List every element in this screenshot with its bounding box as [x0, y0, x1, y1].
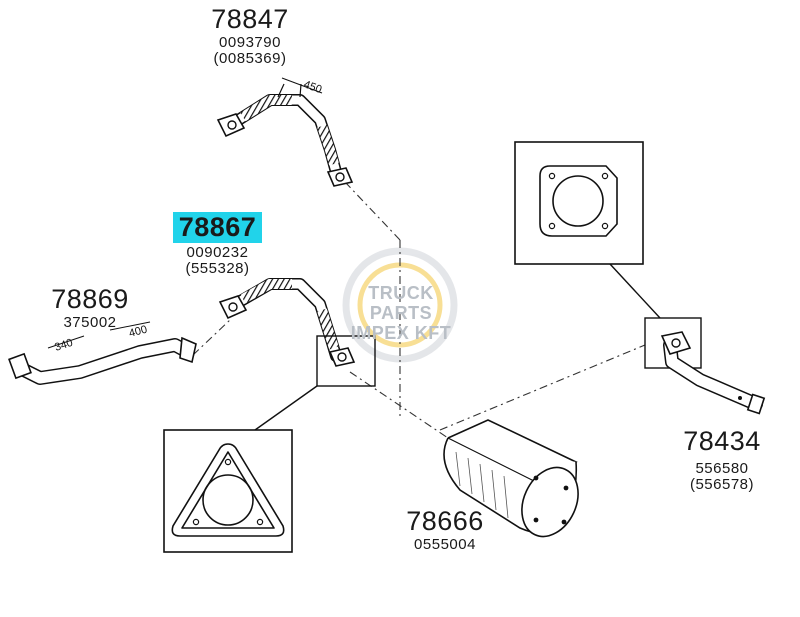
callout-78867-gasket [254, 335, 376, 431]
part-ref-alt: (556578) [689, 476, 755, 493]
triangle-gasket-detail[interactable] [163, 429, 293, 553]
square-gasket-detail[interactable] [514, 141, 644, 265]
part-ref-alt: (0085369) [213, 50, 287, 67]
dimension-450: 450 [281, 77, 323, 97]
leader-78869-78867 [192, 317, 233, 356]
label-part-78434[interactable]: 78434 556580 (556578) [672, 426, 772, 493]
dimension-450-label: 450 [302, 79, 323, 97]
part-number: 78847 [211, 4, 289, 34]
part-ref-alt: (555328) [185, 260, 250, 277]
part-ref: 0555004 [414, 536, 476, 553]
leader-78867-78666 [349, 371, 449, 439]
label-part-78847[interactable]: 78847 0093790 (0085369) [195, 4, 305, 67]
part-ref: 0090232 [186, 244, 249, 261]
part-ref: 0093790 [219, 34, 281, 51]
watermark-line2: IMPEX KFT [350, 323, 452, 343]
label-part-78867[interactable]: 78867 0090232 (555328) [165, 212, 270, 276]
pipe-78869[interactable] [8, 321, 197, 385]
dimension-400-label: 400 [128, 324, 149, 340]
part-number-highlighted: 78867 [172, 212, 263, 243]
watermark-text: TRUCK PARTS IMPEX KFT [345, 283, 457, 343]
pipe-78434[interactable] [660, 331, 766, 415]
part-ref: 375002 [63, 314, 117, 331]
part-number: 78869 [51, 284, 129, 314]
leader-78434-78666 [439, 344, 646, 431]
part-number: 78434 [683, 426, 761, 456]
label-part-78869[interactable]: 78869 375002 [40, 284, 140, 331]
dimension-400: 400 [128, 324, 149, 340]
leader-78847-down [344, 181, 401, 241]
label-part-78666[interactable]: 78666 0555004 [395, 506, 495, 553]
pipe-78867[interactable] [218, 278, 356, 367]
silencer-78666[interactable] [443, 419, 589, 546]
callout-78434-gasket [609, 263, 702, 369]
dimension-340-label: 340 [53, 337, 74, 354]
part-number: 78666 [406, 506, 484, 536]
watermark-line1: TRUCK PARTS [368, 283, 434, 323]
dimension-340: 340 [53, 337, 74, 354]
part-ref: 556580 [695, 460, 749, 477]
pipe-78847[interactable] [216, 83, 354, 187]
